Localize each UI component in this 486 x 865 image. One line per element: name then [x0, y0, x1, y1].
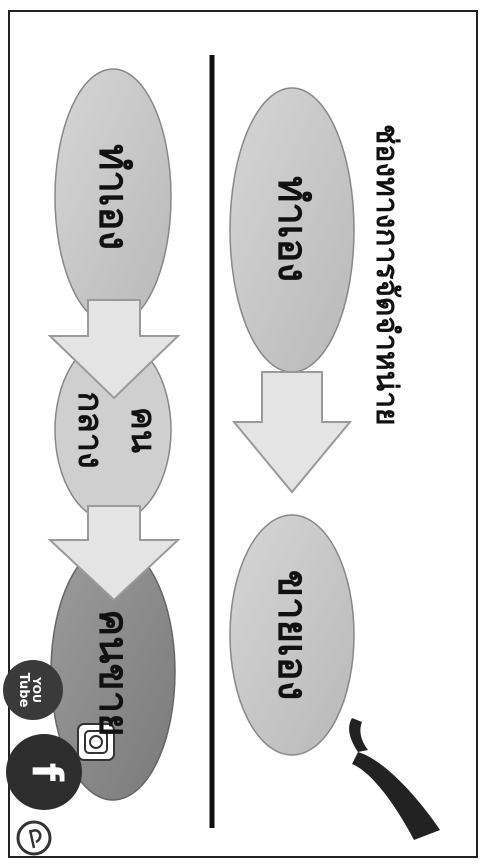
left-down-arrow-2 [47, 505, 181, 602]
left-middle-label-line2: กลาง [70, 391, 110, 469]
youtube-icon: YOU Tube [3, 660, 63, 720]
pinterest-icon [16, 820, 52, 856]
checkmark-tip [349, 718, 368, 752]
svg-text:YOU: YOU [30, 676, 43, 703]
right-bottom-ellipse [229, 514, 355, 756]
left-down-arrow-1 [47, 299, 181, 400]
left-top-label: ทำเอง [90, 143, 136, 251]
right-top-label: ทำเอง [269, 175, 315, 283]
outer-border [8, 10, 478, 858]
left-bottom-label: คนขาย [90, 609, 136, 737]
instagram-icon [77, 723, 115, 761]
right-down-arrow [231, 371, 353, 494]
diagram-title: ช่องทางการจัดจำหน่าย [369, 124, 404, 426]
svg-text:f: f [23, 763, 72, 782]
checkmark-icon [352, 752, 440, 840]
right-bottom-label: ขายเอง [269, 569, 315, 701]
svg-text:Tube: Tube [16, 673, 31, 708]
facebook-icon: f [6, 734, 82, 810]
left-middle-label-line1: คน [123, 407, 163, 453]
